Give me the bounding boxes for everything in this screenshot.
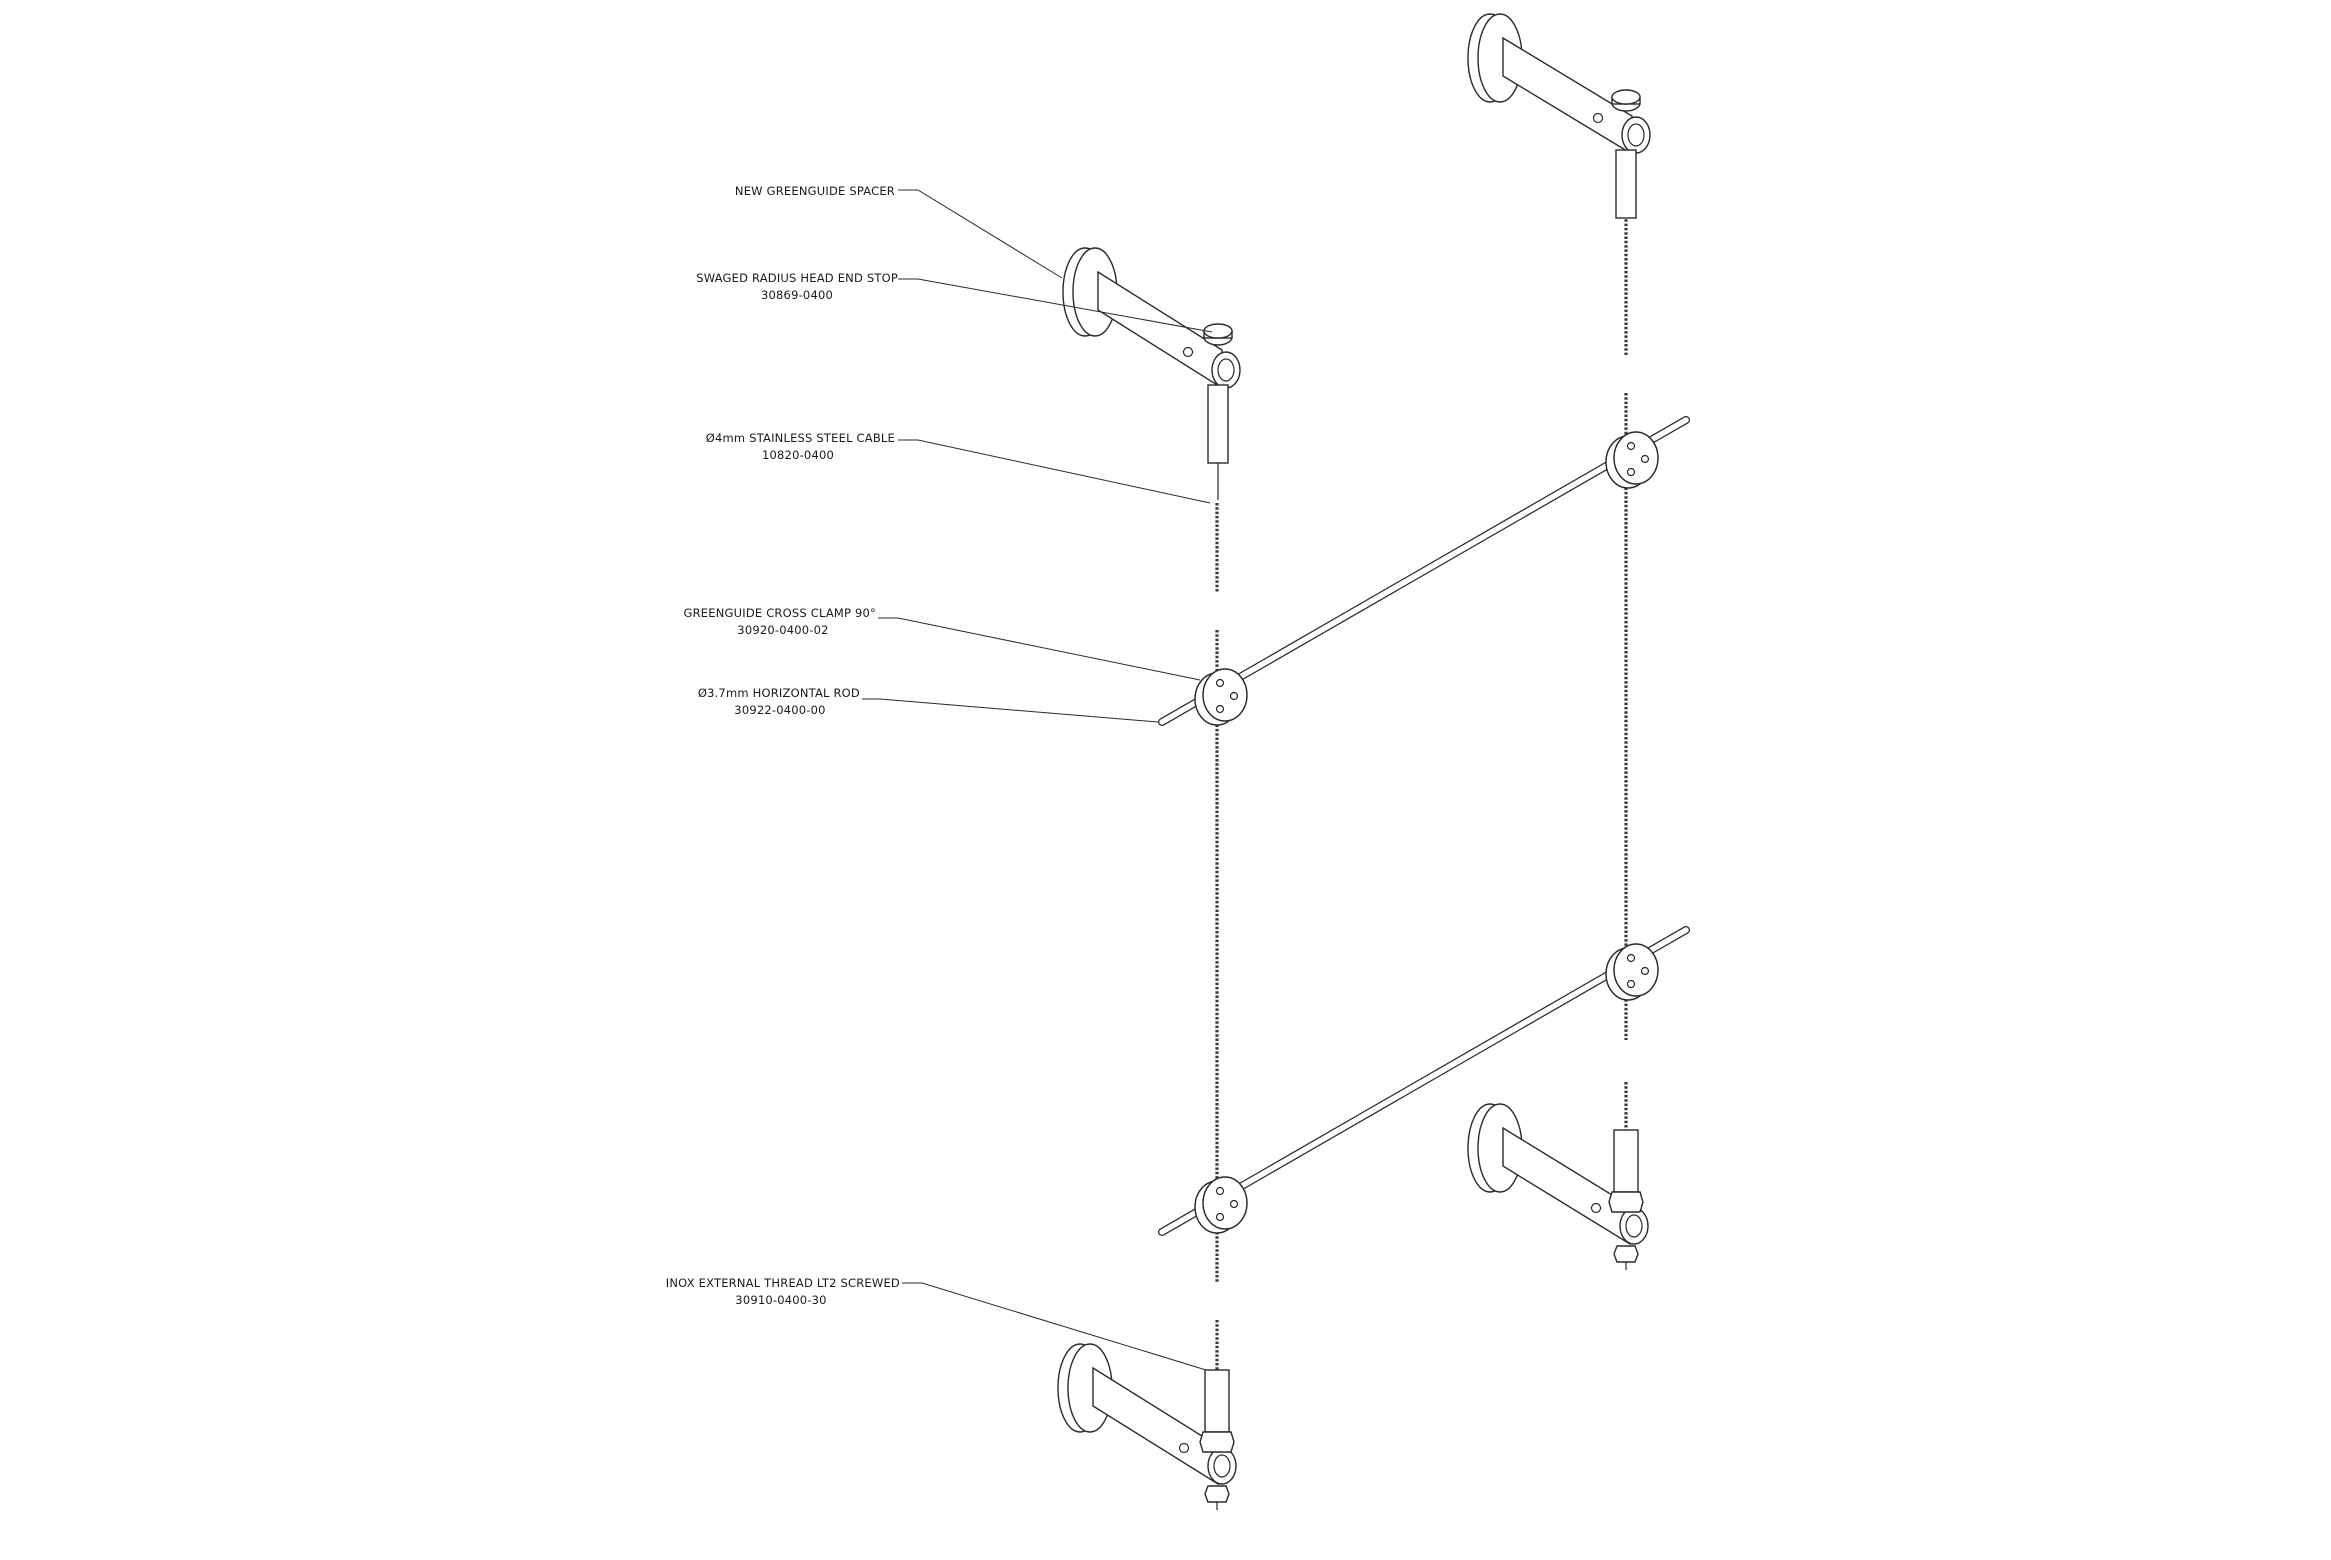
callout-cable: Ø4mm STAINLESS STEEL CABLE 10820-0400 xyxy=(706,431,895,462)
cable-title: Ø4mm STAINLESS STEEL CABLE xyxy=(706,431,895,445)
spacer-top-left xyxy=(1062,247,1241,500)
callout-cross-clamp: GREENGUIDE CROSS CLAMP 90° 30920-0400-02 xyxy=(683,606,876,637)
cross-clamp-left-lower xyxy=(1194,1176,1248,1234)
cross-clamp-left-upper xyxy=(1194,668,1248,726)
callout-end-stop: SWAGED RADIUS HEAD END STOP 30869-0400 xyxy=(696,271,898,302)
callout-thread: INOX EXTERNAL THREAD LT2 SCREWED 30910-0… xyxy=(666,1276,900,1307)
end-stop-code: 30869-0400 xyxy=(761,288,833,302)
end-stop-head-right xyxy=(1611,89,1641,112)
callout-rod: Ø3.7mm HORIZONTAL ROD 30922-0400-00 xyxy=(698,686,860,717)
cross-clamp-right-upper xyxy=(1605,431,1659,489)
rod-code: 30922-0400-00 xyxy=(734,703,825,717)
rod-title: Ø3.7mm HORIZONTAL ROD xyxy=(698,686,860,700)
horizontal-rod-lower xyxy=(1158,926,1690,1236)
cable-code: 10820-0400 xyxy=(762,448,834,462)
callout-spacer: NEW GREENGUIDE SPACER xyxy=(735,184,895,198)
spacer-title: NEW GREENGUIDE SPACER xyxy=(735,184,895,198)
cross-clamp-title: GREENGUIDE CROSS CLAMP 90° xyxy=(683,606,876,620)
thread-code: 30910-0400-30 xyxy=(735,1293,826,1307)
thread-title: INOX EXTERNAL THREAD LT2 SCREWED xyxy=(666,1276,900,1290)
spacer-bottom-left xyxy=(1057,1343,1237,1510)
cross-clamp-right-lower xyxy=(1605,943,1659,1001)
spacer-bottom-right xyxy=(1467,1103,1649,1270)
horizontal-rod-upper xyxy=(1158,416,1690,726)
spacer-top-right xyxy=(1467,13,1651,219)
leader-lines xyxy=(862,189,1213,1371)
end-stop-head xyxy=(1203,323,1233,346)
end-stop-title: SWAGED RADIUS HEAD END STOP xyxy=(696,271,898,285)
cross-clamp-code: 30920-0400-02 xyxy=(737,623,828,637)
